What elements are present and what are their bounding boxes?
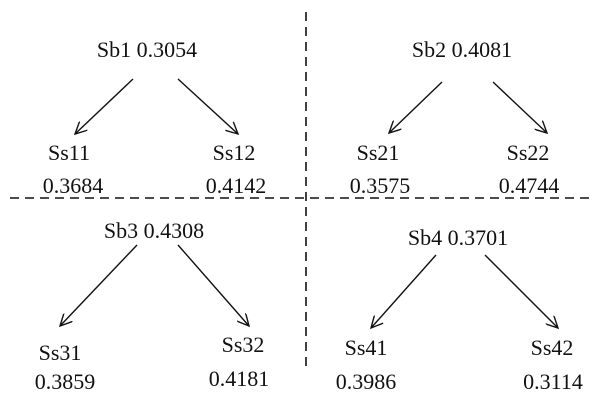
child-node-name-ss12: Ss12 (212, 140, 256, 165)
child-node-value-ss11: 0.3684 (42, 173, 104, 198)
node-value: 0.4308 (143, 218, 205, 243)
arrow-sb1-ss11 (75, 78, 134, 134)
child-node-name-ss42: Ss42 (530, 335, 574, 360)
arrow-sb2-ss21 (389, 81, 443, 133)
child-node-name-ss31: Ss31 (38, 340, 82, 365)
child-node-value-ss41: 0.3986 (335, 369, 397, 394)
node-name: Sb1 (96, 37, 132, 62)
child-node-value-ss21: 0.3575 (349, 173, 411, 198)
child-node-value-ss32: 0.4181 (208, 366, 270, 391)
arrow-sb4-ss41 (371, 254, 437, 328)
node-value: 0.3054 (136, 37, 198, 62)
node-name: Sb4 (407, 225, 443, 250)
node-value: 0.3701 (447, 225, 509, 250)
parent-node-sb1: Sb1 0.3054 (97, 38, 197, 62)
parent-node-sb4: Sb4 0.3701 (408, 226, 508, 250)
node-name: Sb2 (411, 37, 447, 62)
arrow-sb1-ss12 (177, 78, 238, 134)
node-value: 0.4081 (451, 37, 513, 62)
child-node-value-ss31: 0.3859 (34, 369, 96, 394)
parent-node-sb3: Sb3 0.4308 (104, 219, 204, 243)
child-node-name-ss22: Ss22 (506, 140, 550, 165)
node-name: Sb3 (103, 218, 139, 243)
child-node-value-ss42: 0.3114 (523, 369, 583, 394)
child-node-value-ss22: 0.4744 (498, 173, 560, 198)
child-node-name-ss32: Ss32 (221, 332, 265, 357)
arrow-sb3-ss32 (177, 244, 249, 326)
arrow-sb2-ss22 (492, 81, 547, 133)
arrow-sb4-ss42 (484, 254, 558, 328)
child-node-name-ss11: Ss11 (48, 140, 90, 165)
child-node-name-ss21: Ss21 (356, 140, 400, 165)
parent-node-sb2: Sb2 0.4081 (412, 38, 512, 62)
arrow-sb3-ss31 (60, 244, 138, 326)
child-node-value-ss12: 0.4142 (205, 173, 267, 198)
child-node-name-ss41: Ss41 (344, 335, 388, 360)
